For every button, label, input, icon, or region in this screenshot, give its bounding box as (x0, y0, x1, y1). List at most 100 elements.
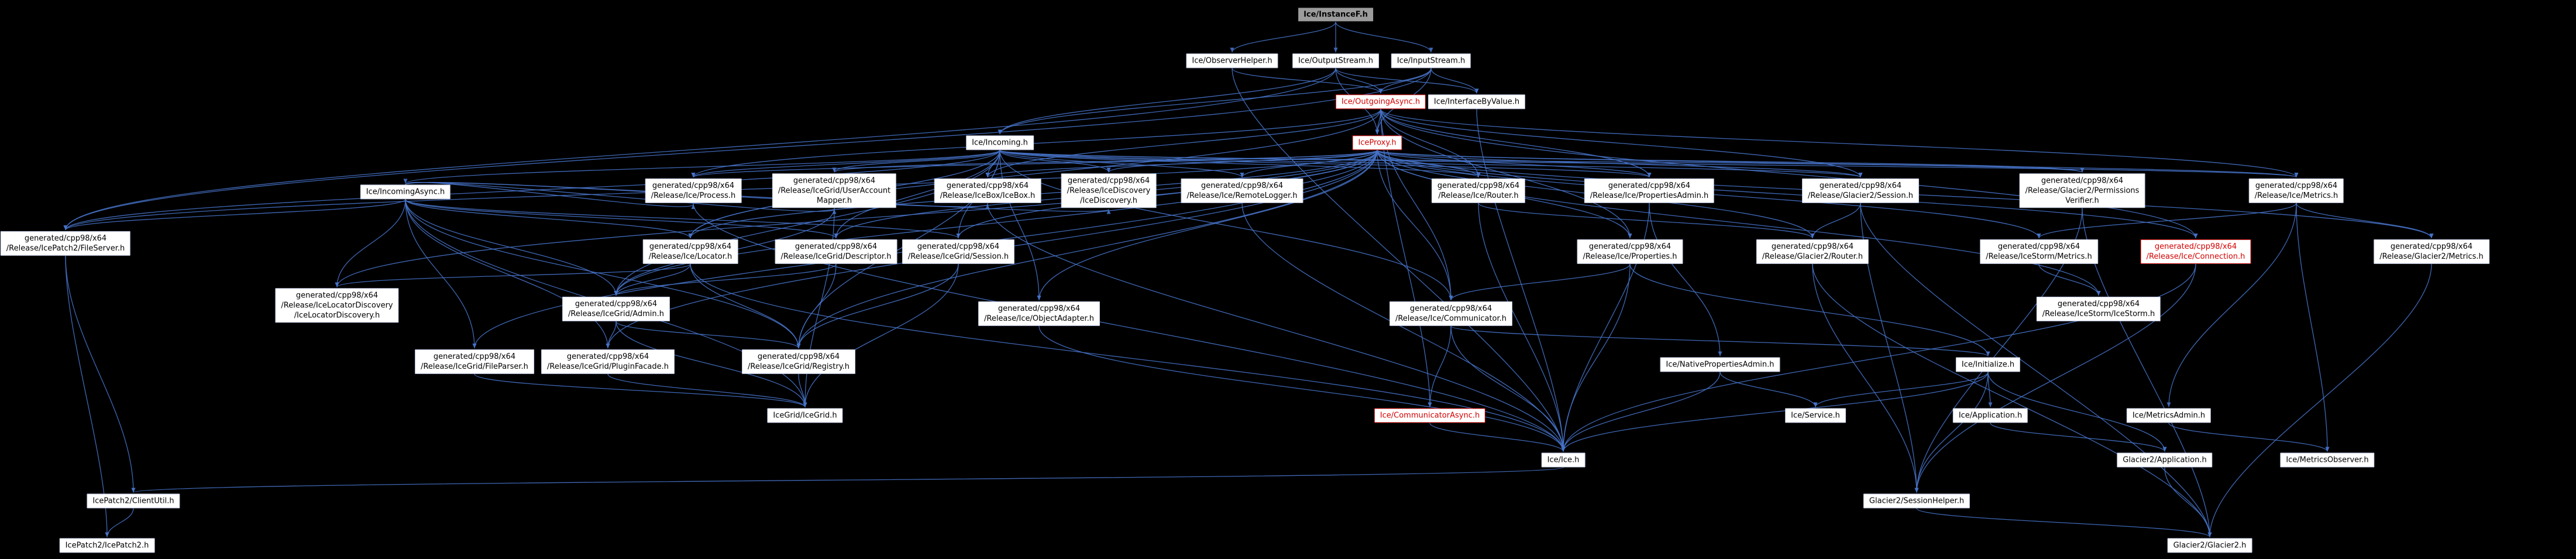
edge-gen_router-to-gen_glacier2router (1478, 203, 1815, 239)
graph-node-application[interactable]: Ice/Application.h (1952, 408, 2028, 423)
edge-incoming-to-incomingasync (403, 149, 1000, 184)
edge-incoming-to-gen_icemetrics (999, 149, 2298, 178)
graph-node-gen_descriptor[interactable]: generated/cpp98/x64 /Release/IceGrid/Des… (775, 239, 897, 265)
graph-node-gen_gridsession[interactable]: generated/cpp98/x64 /Release/IceGrid/Ses… (902, 239, 1015, 265)
edge-gen_locator-to-ice (690, 263, 1566, 452)
edge-initialize-to-ice (1561, 372, 1989, 452)
graph-node-metricsadmin[interactable]: Ice/MetricsAdmin.h (2126, 408, 2212, 423)
graph-node-gen_pluginfacade[interactable]: generated/cpp98/x64 /Release/IceGrid/Plu… (541, 349, 675, 375)
graph-node-gen_icemetrics[interactable]: generated/cpp98/x64 /Release/Ice/Metrics… (2248, 178, 2344, 204)
edge-iceproxy-to-gen_icestorm (1377, 150, 2101, 296)
graph-node-gen_icestormmetrics[interactable]: generated/cpp98/x64 /Release/IceStorm/Me… (1980, 239, 2098, 265)
graph-node-communicatorasync[interactable]: Ice/CommunicatorAsync.h (1374, 408, 1486, 423)
graph-node-observerhelper[interactable]: Ice/ObserverHelper.h (1186, 53, 1278, 68)
edge-gen_gridadmin-to-gen_pluginfacade (606, 321, 617, 349)
graph-node-sessionhelper[interactable]: Glacier2/SessionHelper.h (1863, 493, 1970, 509)
edge-incomingasync-to-gen_locator (405, 199, 693, 239)
edge-gen_glacier2router-to-glacier2 (1812, 263, 2212, 537)
edge-outgoingasync-to-gen_glacier2session (1380, 109, 1863, 178)
graph-node-gen_remotelogger[interactable]: generated/cpp98/x64 /Release/Ice/RemoteL… (1181, 178, 1304, 204)
edge-gen_gridsession-to-icegrid (803, 263, 959, 407)
graph-node-inputstream[interactable]: Ice/InputStream.h (1391, 53, 1471, 68)
edge-gen_glacier2session-to-gen_glacier2router (1810, 203, 1861, 239)
edge-gen_icebox-to-ice (987, 203, 1566, 452)
graph-node-gen_registry[interactable]: generated/cpp98/x64 /Release/IceGrid/Reg… (742, 349, 855, 375)
edge-incoming-to-gen_router (999, 149, 1481, 178)
graph-node-gen_propertiesadmin[interactable]: generated/cpp98/x64 /Release/Ice/Propert… (1584, 178, 1715, 204)
edge-gen_icemetrics-to-metricsadmin (2166, 203, 2297, 407)
graph-node-gen_objectadapter[interactable]: generated/cpp98/x64 /Release/Ice/ObjectA… (978, 301, 1100, 327)
graph-node-gen_locator[interactable]: generated/cpp98/x64 /Release/Ice/Locator… (642, 239, 738, 265)
graph-node-gen_glacier2router[interactable]: generated/cpp98/x64 /Release/Glacier2/Ro… (1756, 239, 1869, 265)
graph-node-instancef[interactable]: Ice/InstanceF.h (1298, 7, 1374, 22)
graph-node-glacier2application[interactable]: Glacier2/Application.h (2117, 452, 2213, 468)
edge-gen_router-to-ice (1478, 203, 1566, 452)
graph-node-clientutil[interactable]: IcePatch2/ClientUtil.h (87, 493, 180, 509)
edge-gen_glacier2metrics-to-glacier2 (2207, 263, 2432, 537)
edge-gen_connection-to-sessionhelper (1914, 263, 2196, 493)
graph-node-gen_router[interactable]: generated/cpp98/x64 /Release/Ice/Router.… (1431, 178, 1526, 204)
edge-incoming-to-gen_process (691, 149, 1000, 178)
edge-sessionhelper-to-glacier2 (1916, 507, 2212, 538)
edge-gen_icemetrics-to-gen_glacier2metrics (2296, 203, 2434, 239)
graph-node-iceproxy[interactable]: IceProxy.h (1352, 135, 1402, 150)
graph-node-metricsobserver[interactable]: Ice/MetricsObserver.h (2280, 452, 2375, 468)
graph-node-gen_process[interactable]: generated/cpp98/x64 /Release/Ice/Process… (645, 178, 742, 204)
edge-incoming-to-gen_icediscovery (999, 150, 1111, 173)
graph-node-gen_fileserver[interactable]: generated/cpp98/x64 /Release/IcePatch2/F… (0, 231, 131, 256)
edge-iceproxy-to-gen_permissionsverifier (1377, 149, 2085, 173)
edge-outgoingasync-to-gen_properties (1380, 109, 1632, 239)
graph-node-icepatch2[interactable]: IcePatch2/IcePatch2.h (59, 538, 155, 553)
edge-outputstream-to-incoming (998, 68, 1336, 135)
graph-node-initialize[interactable]: Ice/Initialize.h (1955, 357, 2021, 372)
edge-clientutil-to-icepatch2 (105, 508, 134, 537)
graph-node-outputstream[interactable]: Ice/OutputStream.h (1292, 53, 1379, 68)
graph-node-gen_fileparser[interactable]: generated/cpp98/x64 /Release/IceGrid/Fil… (415, 349, 534, 375)
graph-node-gen_glacier2session[interactable]: generated/cpp98/x64 /Release/Glacier2/Se… (1802, 178, 1919, 204)
edge-iceproxy-to-gen_glacier2session (1377, 149, 1863, 178)
edge-gen_communicator-to-ice (1450, 325, 1566, 452)
edge-gen_descriptor-to-gen_gridadmin (614, 263, 837, 296)
edge-iceproxy-to-gen_communicator (1377, 150, 1453, 301)
graph-node-gen_icelocatordiscovery[interactable]: generated/cpp98/x64 /Release/IceLocatorD… (275, 288, 399, 323)
graph-node-gen_icediscovery[interactable]: generated/cpp98/x64 /Release/IceDiscover… (1061, 173, 1157, 208)
graph-node-outgoingasync[interactable]: Ice/OutgoingAsync.h (1335, 94, 1426, 109)
edge-application-to-glacier2application (1990, 423, 2167, 452)
graph-node-ice[interactable]: Ice/Ice.h (1541, 452, 1586, 468)
graph-node-gen_icestorm[interactable]: generated/cpp98/x64 /Release/IceStorm/Ic… (2036, 296, 2161, 322)
edge-gen_icestormmetrics-to-gen_icestorm (2038, 263, 2101, 296)
edge-iceproxy-to-gen_useraccountmapper (832, 149, 1378, 173)
edge-gen_properties-to-gen_communicator (1449, 263, 1631, 301)
edge-gen_glacier2router-to-sessionhelper (1812, 263, 1919, 493)
edge-gen_icemetrics-to-metricsobserver (2296, 203, 2330, 452)
graph-node-gen_icebox[interactable]: generated/cpp98/x64 /Release/IceBox/IceB… (934, 178, 1041, 204)
edge-gen_communicator-to-initialize (1450, 325, 1990, 357)
graph-node-gen_useraccountmapper[interactable]: generated/cpp98/x64 /Release/IceGrid/Use… (772, 173, 897, 208)
edge-incomingasync-to-gen_fileparser (405, 199, 477, 349)
graph-node-interfacebyvalue[interactable]: Ice/InterfaceByValue.h (1428, 94, 1526, 109)
graph-node-gen_gridadmin[interactable]: generated/cpp98/x64 /Release/IceGrid/Adm… (562, 296, 670, 322)
graph-node-incoming[interactable]: Ice/Incoming.h (966, 135, 1034, 150)
graph-node-gen_permissionsverifier[interactable]: generated/cpp98/x64 /Release/Glacier2/Pe… (2019, 173, 2145, 208)
edge-incomingasync-to-gen_gridadmin (405, 199, 618, 296)
edge-iceproxy-to-gen_icediscovery (1106, 149, 1378, 173)
graph-node-gen_communicator[interactable]: generated/cpp98/x64 /Release/Ice/Communi… (1389, 301, 1513, 327)
graph-node-gen_connection[interactable]: generated/cpp98/x64 /Release/Ice/Connect… (2140, 239, 2251, 265)
edge-incomingasync-to-gen_descriptor (405, 198, 838, 239)
graph-node-nativepropertiesadmin[interactable]: Ice/NativePropertiesAdmin.h (1660, 357, 1780, 372)
edge-initialize-to-glacier2application (1987, 372, 2167, 452)
edge-observerhelper-to-outgoingasync (1232, 68, 1383, 94)
edge-inputstream-to-interfacebyvalue (1430, 68, 1479, 94)
graph-node-gen_glacier2metrics[interactable]: generated/cpp98/x64 /Release/Glacier2/Me… (2374, 239, 2489, 265)
graph-node-gen_properties[interactable]: generated/cpp98/x64 /Release/Ice/Propert… (1577, 239, 1683, 265)
graph-node-incomingasync[interactable]: Ice/IncomingAsync.h (360, 184, 451, 200)
graph-node-glacier2[interactable]: Glacier2/Glacier2.h (2167, 538, 2252, 553)
graph-node-icegrid[interactable]: IceGrid/IceGrid.h (767, 408, 843, 423)
edge-iceproxy-to-gen_objectadapter (1037, 150, 1378, 301)
edge-iceproxy-to-gen_icelocatordiscovery (335, 150, 1378, 287)
edge-gen_locator-to-gen_gridadmin (614, 263, 691, 296)
edge-initialize-to-service (1813, 372, 1989, 407)
graph-node-service[interactable]: Ice/Service.h (1785, 408, 1846, 423)
